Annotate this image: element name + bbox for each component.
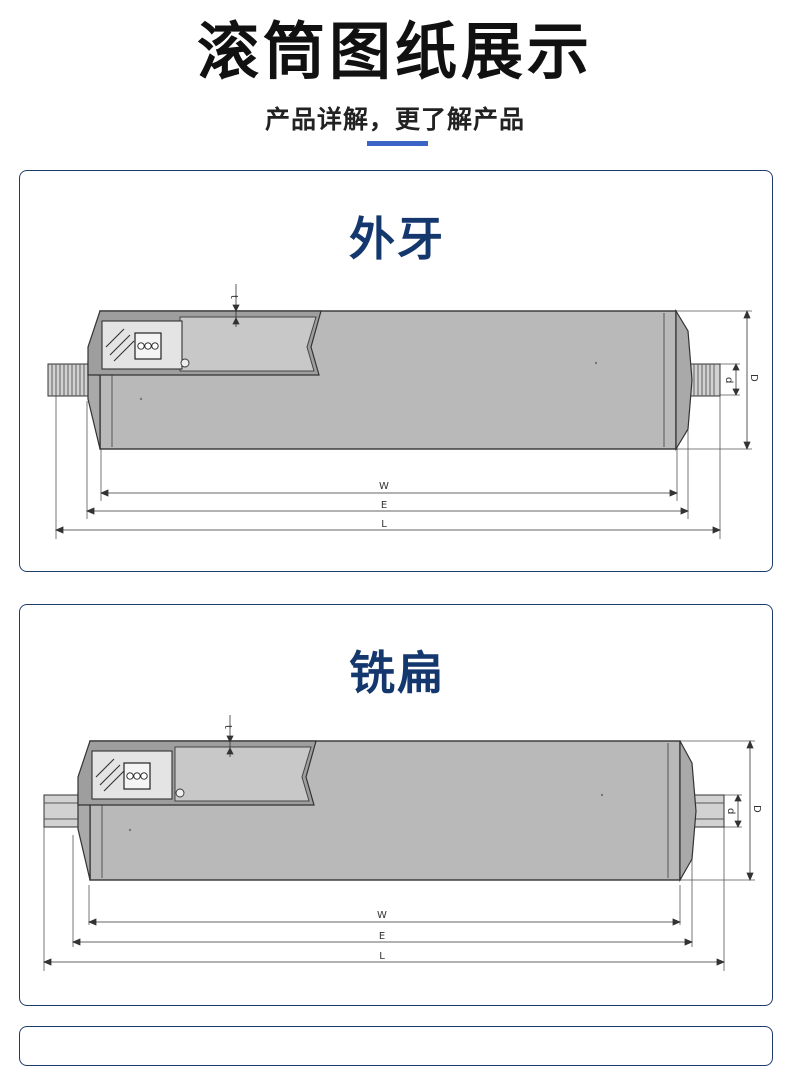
label-L: L — [379, 951, 385, 962]
label-W: W — [377, 910, 387, 921]
label-W: W — [379, 481, 389, 492]
label-t: t — [228, 295, 239, 299]
section-card-next — [19, 1026, 773, 1066]
section-card-threaded: 外牙 — [19, 170, 773, 572]
shaft-right — [693, 794, 725, 828]
page-subtitle: 产品详解，更了解产品 — [264, 105, 525, 134]
label-E: E — [381, 500, 387, 511]
section-title-threaded: 外牙 — [349, 212, 445, 266]
accent-bar — [367, 141, 428, 146]
roller-drawing-threaded: t d D W E L — [47, 284, 759, 539]
label-D: D — [751, 805, 762, 813]
label-E: E — [379, 931, 385, 942]
page-header: 滚筒图纸展示 产品详解，更了解产品 — [0, 0, 790, 160]
shaft-left — [43, 794, 81, 828]
roller-drawing-milled: t d D W E L — [42, 715, 762, 971]
section-title-milled: 铣扁 — [349, 646, 445, 700]
page-title: 滚筒图纸展示 — [196, 15, 593, 88]
shaft-right — [689, 363, 721, 397]
label-t: t — [222, 725, 233, 729]
label-d: d — [723, 377, 734, 383]
label-d: d — [725, 808, 736, 814]
label-D: D — [748, 374, 759, 382]
shaft-left — [47, 363, 89, 397]
label-L: L — [381, 519, 387, 530]
section-card-milled: 铣扁 — [19, 604, 773, 1006]
